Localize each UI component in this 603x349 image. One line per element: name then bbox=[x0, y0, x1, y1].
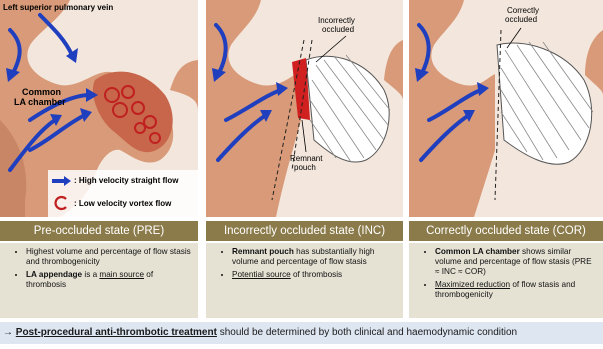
cor-anatomy-illustration bbox=[409, 0, 603, 217]
panel-cor: Correctly occluded bbox=[409, 0, 603, 217]
conclusion-emphasis: Post-procedural anti-thrombotic treatmen… bbox=[16, 327, 217, 338]
bullet-bold: LA appendage bbox=[26, 270, 82, 279]
bullet-item: Maximized reduction of flow stasis and t… bbox=[435, 280, 597, 300]
conclusion-bar: → Post-procedural anti-thrombotic treatm… bbox=[0, 322, 603, 344]
conclusion-text: should be determined by both clinical an… bbox=[217, 327, 517, 338]
desc-pre: Highest volume and percentage of flow st… bbox=[0, 243, 198, 318]
panel-inc: Incorrectly occluded Remnant pouch bbox=[206, 0, 403, 217]
bullet-bold: Remnant pouch bbox=[232, 247, 294, 256]
bullet-underline: main source bbox=[99, 270, 144, 279]
bullet-underline: Maximized reduction bbox=[435, 280, 510, 289]
pouch-label-line2: pouch bbox=[294, 163, 316, 172]
legend-low-velocity: : Low velocity vortex flow bbox=[74, 199, 171, 208]
bullet-item: Highest volume and percentage of flow st… bbox=[26, 247, 192, 267]
occluded-label-line2: occluded bbox=[505, 15, 537, 24]
desc-cor: Common LA chamber shows similar volume a… bbox=[409, 243, 603, 318]
bullet-item: Potential source of thrombosis bbox=[232, 270, 397, 280]
panel-pre: Left superior pulmonary vein Common LA c… bbox=[0, 0, 198, 217]
bullet-item: Remnant pouch has substantially high vol… bbox=[232, 247, 397, 267]
bullet-text: of thrombosis bbox=[291, 270, 342, 279]
bullet-underline: Potential source bbox=[232, 270, 291, 279]
desc-inc: Remnant pouch has substantially high vol… bbox=[206, 243, 403, 318]
chamber-label-line1: Common bbox=[22, 88, 61, 97]
arrow-icon: → bbox=[0, 327, 13, 338]
legend-high-velocity: : High velocity straight flow bbox=[74, 176, 178, 185]
bullet-text: is a bbox=[82, 270, 99, 279]
vein-label: Left superior pulmonary vein bbox=[3, 3, 113, 12]
bullet-item: LA appendage is a main source of thrombo… bbox=[26, 270, 192, 290]
header-cor: Correctly occluded state (COR) bbox=[409, 221, 603, 241]
pouch-label-line1: Remnant bbox=[290, 154, 322, 163]
inc-anatomy-illustration bbox=[206, 0, 403, 217]
bullet-item: Common LA chamber shows similar volume a… bbox=[435, 247, 597, 277]
occluded-label-line1: Incorrectly bbox=[318, 16, 355, 25]
chamber-label-line2: LA chamber bbox=[14, 98, 66, 107]
bullet-bold: Common LA chamber bbox=[435, 247, 520, 256]
bullet-text: Highest volume and percentage of flow st… bbox=[26, 247, 191, 266]
header-inc: Incorrectly occluded state (INC) bbox=[206, 221, 403, 241]
occluded-label-line1: Correctly bbox=[507, 6, 539, 15]
occluded-label-line2: occluded bbox=[322, 25, 354, 34]
header-pre: Pre-occluded state (PRE) bbox=[0, 221, 198, 241]
